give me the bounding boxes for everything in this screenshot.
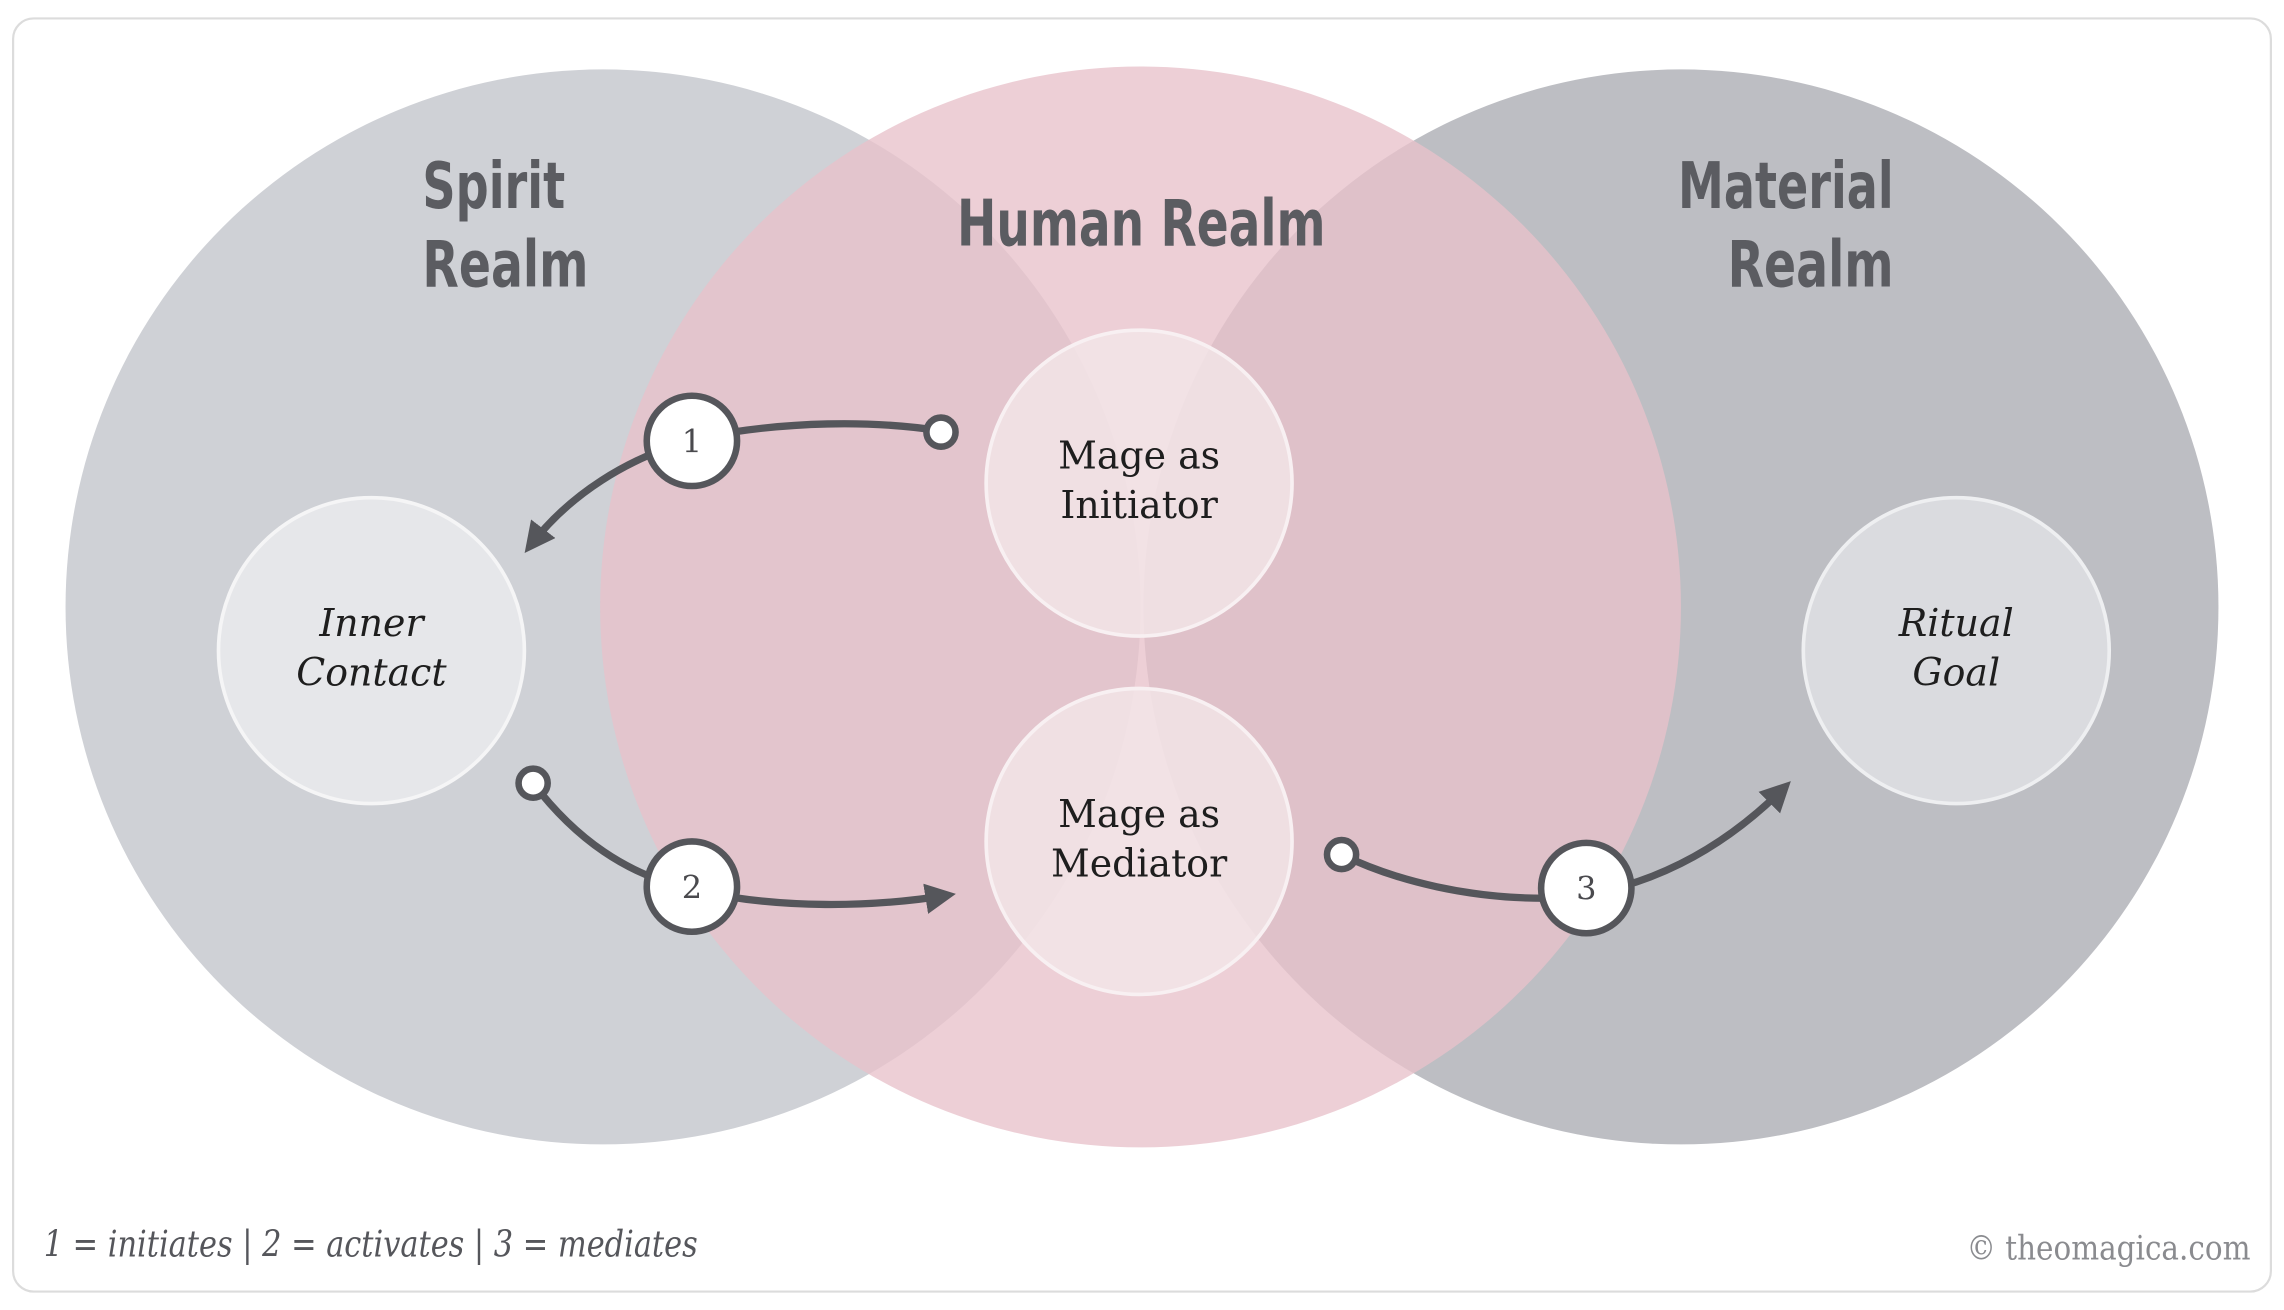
initiator-label-line2: Initiator xyxy=(1060,483,1218,527)
step-badge-2 xyxy=(643,838,741,936)
inner-contact-node xyxy=(216,495,527,806)
step-badge-1-number: 1 xyxy=(682,423,702,461)
ritual-goal-node xyxy=(1801,495,2112,806)
step-badge-1 xyxy=(643,392,741,490)
mediator-label-line2: Mediator xyxy=(1051,841,1228,885)
arrow-activates-origin xyxy=(515,765,551,802)
human-realm-title: Human Realm xyxy=(957,188,1326,262)
initiator-label-line1: Mage as xyxy=(1058,434,1220,478)
mediator-node xyxy=(984,686,1294,997)
step-badge-2-number: 2 xyxy=(682,868,702,906)
spirit-realm-title-line2: Realm xyxy=(422,228,588,302)
inner-contact-label-line1: Inner xyxy=(318,601,425,645)
inner-contact-label-line2: Contact xyxy=(296,651,447,695)
material-realm-title-line2: Realm xyxy=(1728,228,1894,302)
arrow-mediates-origin xyxy=(1323,836,1360,873)
step-badge-3 xyxy=(1537,839,1635,937)
initiator-node xyxy=(984,328,1294,638)
spirit-realm-title: Spirit xyxy=(422,150,565,224)
legend-text: 1 = initiates | 2 = activates | 3 = medi… xyxy=(44,1223,698,1266)
material-realm-title: Material xyxy=(1678,150,1894,224)
step-badge-3-number: 3 xyxy=(1576,870,1596,908)
ritual-goal-label-line1: Ritual xyxy=(1898,601,2014,645)
arrow-initiates-origin xyxy=(923,414,959,450)
mediator-label-line1: Mage as xyxy=(1058,792,1220,836)
ritual-goal-label-line2: Goal xyxy=(1912,651,2000,695)
copyright-text: © theomagica.com xyxy=(1966,1229,2250,1268)
